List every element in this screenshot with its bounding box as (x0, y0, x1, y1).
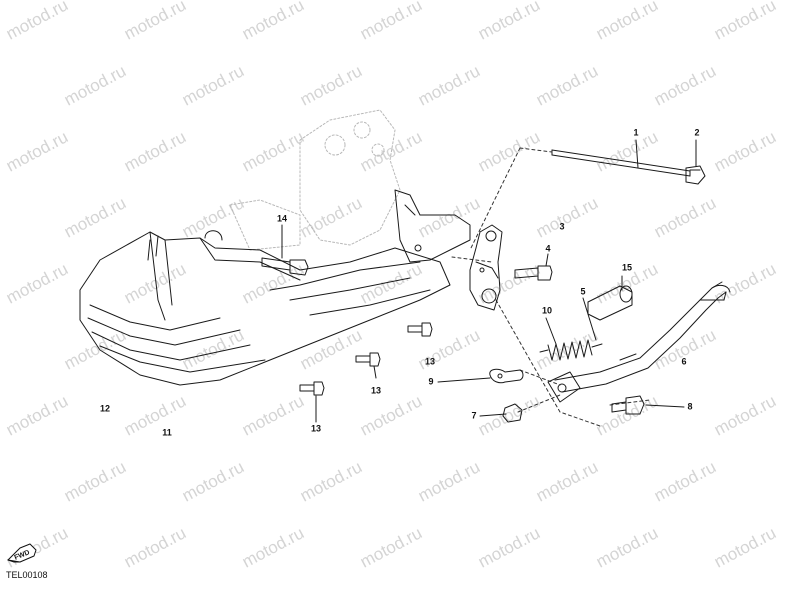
long-pin (551, 149, 691, 177)
clip (489, 368, 524, 384)
engine-block-outline (229, 109, 401, 251)
nut (685, 165, 706, 185)
callout-12: 12 (99, 403, 111, 414)
callout-4: 4 (545, 243, 551, 254)
leader-lines (281, 139, 697, 423)
bolt-8 (611, 395, 645, 415)
callout-14: 14 (276, 213, 288, 224)
callout-7: 7 (471, 410, 477, 421)
callout-5: 5 (580, 286, 586, 297)
callout-2: 2 (694, 127, 700, 138)
diagram-id: TEL00108 (6, 570, 48, 580)
rubber-stop (587, 285, 633, 321)
return-spring (539, 339, 603, 361)
callout-10: 10 (541, 305, 553, 316)
bolt-14 (261, 257, 309, 276)
assembly-guide-lines (451, 147, 651, 427)
oil-sump (79, 230, 451, 386)
stand-mounting-bracket (394, 189, 471, 263)
bolts-13 (299, 322, 433, 396)
callout-11: 11 (162, 427, 172, 438)
pivot-plate (469, 224, 503, 311)
callout-9: 9 (428, 376, 434, 387)
callout-3: 3 (559, 221, 565, 232)
callout-13-b: 13 (370, 385, 382, 396)
side-stand (547, 281, 731, 403)
fwd-arrow (7, 543, 37, 563)
callout-8: 8 (687, 401, 693, 412)
callout-13-c: 13 (310, 423, 322, 434)
callout-6: 6 (681, 356, 687, 367)
bolt-4 (514, 265, 553, 281)
callout-15: 15 (621, 262, 633, 273)
callout-1: 1 (633, 127, 639, 138)
nut-7 (502, 403, 523, 423)
callout-13-a: 13 (424, 356, 436, 367)
